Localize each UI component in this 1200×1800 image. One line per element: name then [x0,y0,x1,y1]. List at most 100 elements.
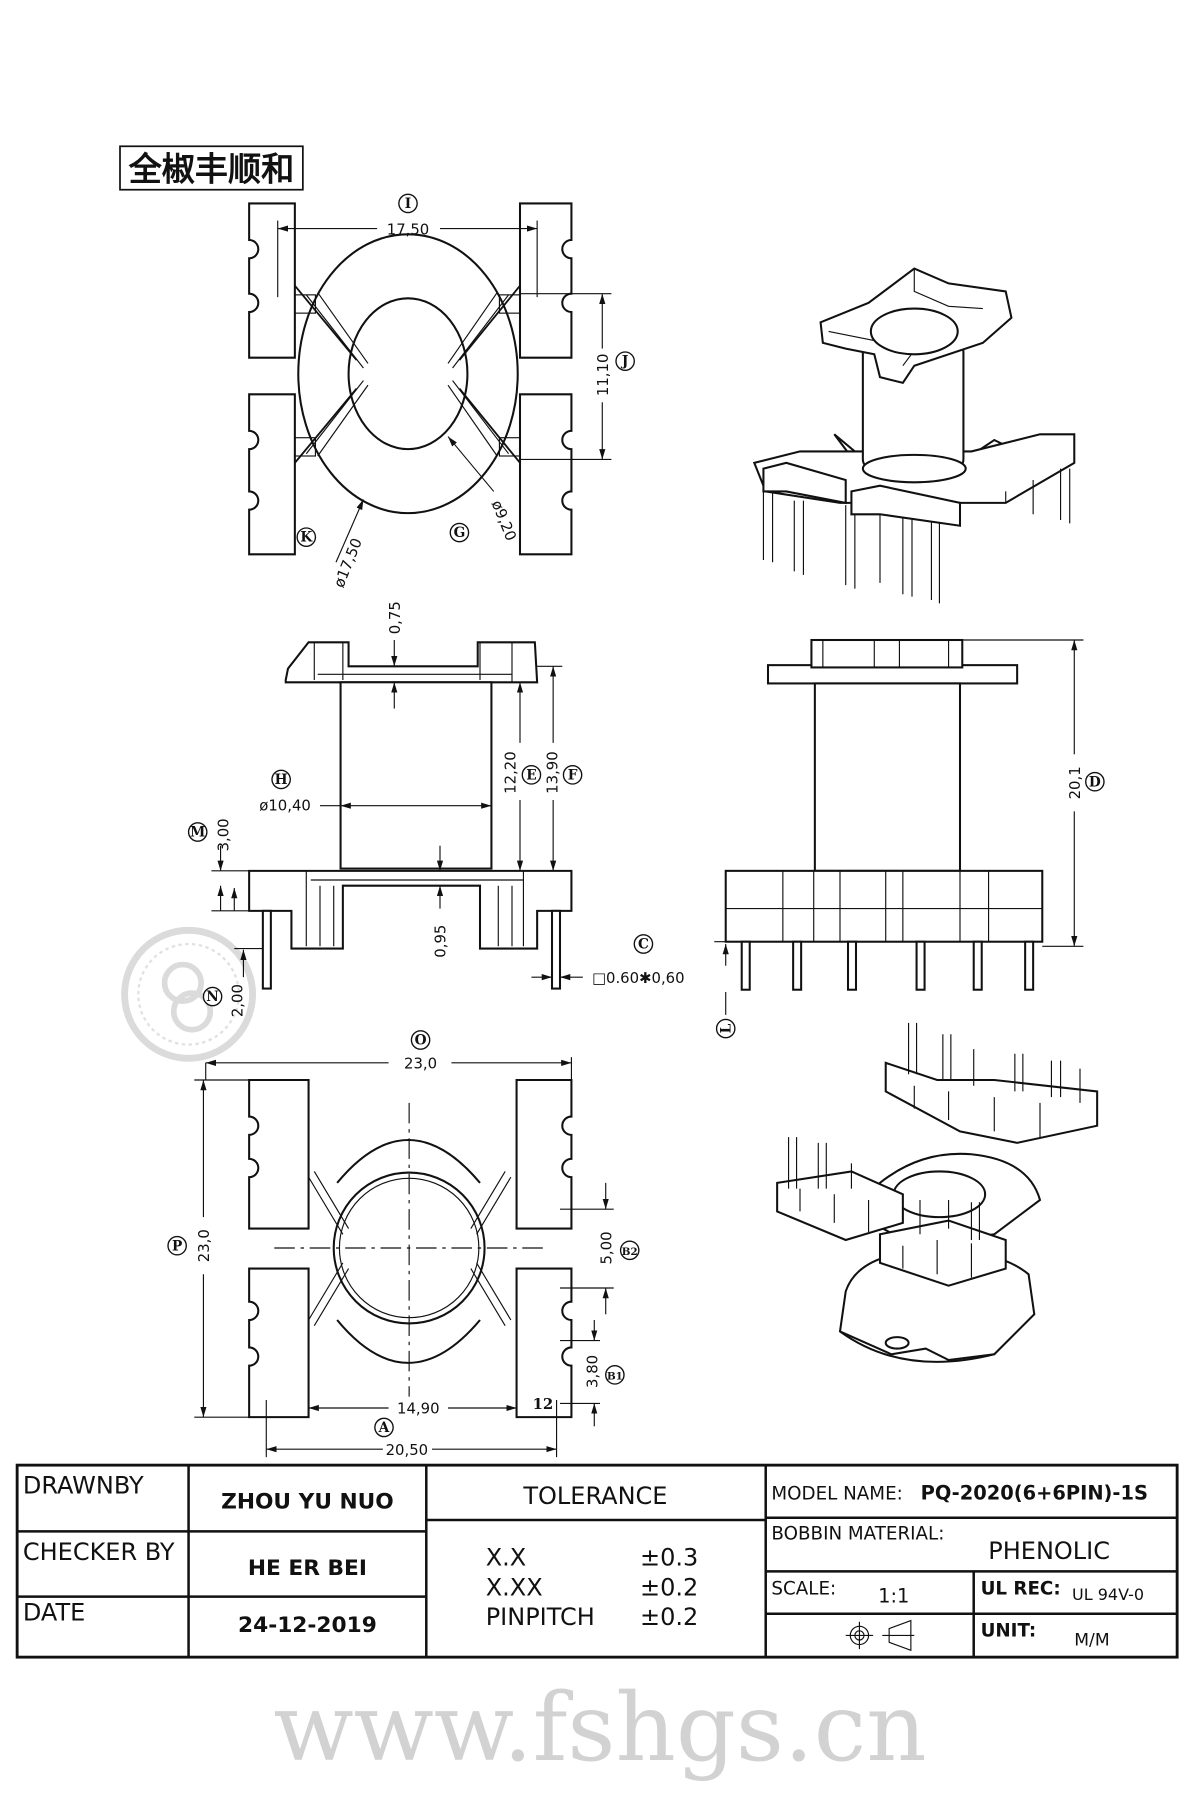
pin-strip-bottom-right [515,1267,573,1419]
dim-D-value: 20,1 [1066,766,1084,799]
unit-label: UNIT: [981,1621,1037,1642]
dim-C-value: □0.60✱0,60 [592,969,685,987]
bottom-view [248,1078,573,1419]
dim-A-label: A [378,1420,390,1436]
side-pin [1024,940,1035,991]
dim-H-value: ø10,40 [259,796,311,814]
tolerance-value-0: ±0.3 [640,1544,698,1572]
pin-left [261,909,272,990]
side-view [724,638,1044,991]
side-pin [792,940,803,991]
pin-strip-top-left [248,202,296,359]
watermark-seal [121,926,256,1062]
side-pin [846,940,858,991]
company-stamp: 全椒丰顺和 [119,145,304,191]
material-value: PHENOLIC [988,1537,1110,1565]
dim-H-label: H [275,772,288,788]
drawn-by-label: DRAWNBY [23,1472,144,1500]
tolerance-value-1: ±0.2 [640,1573,698,1601]
dim-C-label: C [638,937,649,953]
side-view-dims: 20,1 D L [714,639,1105,1039]
company-stamp-text: 全椒丰顺和 [128,150,295,189]
scale-label: SCALE: [771,1578,836,1599]
dim-J-label: J [621,354,628,370]
tolerance-name-0: X.X [486,1544,527,1572]
front-view [248,641,573,990]
side-bobbin-body [813,682,962,872]
dim-top-flange-value: 0,75 [386,601,404,634]
checker-label: CHECKER BY [23,1538,175,1566]
pin-right [550,909,562,990]
bobbin-body [339,681,493,870]
tolerance-value-2: ±0.2 [640,1603,698,1631]
outer-arc-bottom [336,1319,481,1364]
dim-K-label: K [300,530,313,546]
isometric-view-bottom [776,1022,1099,1363]
bottom-view-dims: 23,0 O 23,0 P 14,90 20,50 A 5,00 B2 3,80 [167,1030,640,1459]
tolerance-name-2: PINPITCH [486,1603,595,1631]
side-pin [740,940,751,991]
title-block: DRAWNBY ZHOU YU NUO CHECKER BY HE ER BEI… [15,1463,1179,1659]
front-view-dims: 0,75 12,20 E 13,90 F ø10,40 H 3,00 M 0,9… [187,601,685,1017]
dim-I-label: I [405,196,411,212]
top-view [248,202,573,556]
outer-arc-top [336,1139,481,1184]
pin-strip-bottom-right [518,393,573,556]
dim-G-value: ø9,20 [488,498,520,544]
model-value: PQ-2020(6+6PIN)-1S [921,1481,1148,1504]
dim-N-value: 2,00 [228,984,246,1017]
dim-F-label: F [568,767,578,783]
dim-B1-value: 3,80 [584,1355,602,1388]
bottom-flange [248,869,573,950]
checker-value: HE ER BEI [248,1556,367,1581]
date-label: DATE [23,1599,85,1627]
dim-B2-label: B2 [622,1246,638,1258]
dim-L-label: L [718,1023,734,1033]
side-bottom-flange [724,869,1044,943]
dim-D-label: D [1089,774,1101,790]
core-hole-outline [347,297,469,451]
dim-B1-label: B1 [607,1370,623,1382]
dim-K-value: ø17,50 [330,536,366,591]
dim-J-value: 11,10 [594,354,612,397]
watermark: www.fshgs.cn [121,926,927,1783]
dim-A-value: 20,50 [386,1441,429,1459]
watermark-text: www.fshgs.cn [273,1674,926,1783]
dim-B2-value: 5,00 [597,1231,615,1264]
drawn-by-value: ZHOU YU NUO [221,1490,394,1515]
dim-N-label: N [206,989,219,1005]
ul-value: UL 94V-0 [1072,1585,1144,1604]
scale-value: 1:1 [878,1584,909,1607]
dim-I-value: 17,50 [387,220,430,238]
tolerance-label: TOLERANCE [522,1482,667,1510]
top-flange [284,641,539,684]
dim-P-value: 23,0 [195,1229,213,1262]
iso-top-pins [762,468,1071,604]
pin-strip-top-right [518,202,573,359]
isometric-view-top [752,267,1076,604]
dim-E-label: E [526,767,536,783]
material-label: BOBBIN MATERIAL: [771,1523,944,1544]
pin-strip-top-right [515,1078,573,1230]
tolerance-name-1: X.XX [486,1573,543,1601]
dim-E-value: 12,20 [501,751,519,794]
side-pin [915,940,926,991]
dim-F-value: 13,90 [544,751,562,794]
dim-inner-width-value: 14,90 [397,1400,440,1418]
dim-bottom-flange-value: 0,95 [432,925,450,958]
pin-strip-bottom-left [248,393,296,556]
unit-value: M/M [1074,1631,1109,1651]
dim-M-value: 3,00 [215,818,233,851]
pin-strip-top-left [248,1078,310,1230]
side-pin [972,940,983,991]
dim-O-value: 23,0 [404,1055,437,1073]
dim-G-label: G [454,525,466,541]
model-label: MODEL NAME: [771,1483,902,1504]
projection-symbol-icon [845,1619,915,1652]
dim-M-label: M [190,825,205,841]
ul-label: UL REC: [981,1578,1061,1599]
dim-P-label: P [172,1238,182,1254]
top-view-dims: 17,50 I 11,10 J ø17,50 K ø9,20 G [277,193,635,591]
pin-number-label: 12 [533,1395,554,1413]
